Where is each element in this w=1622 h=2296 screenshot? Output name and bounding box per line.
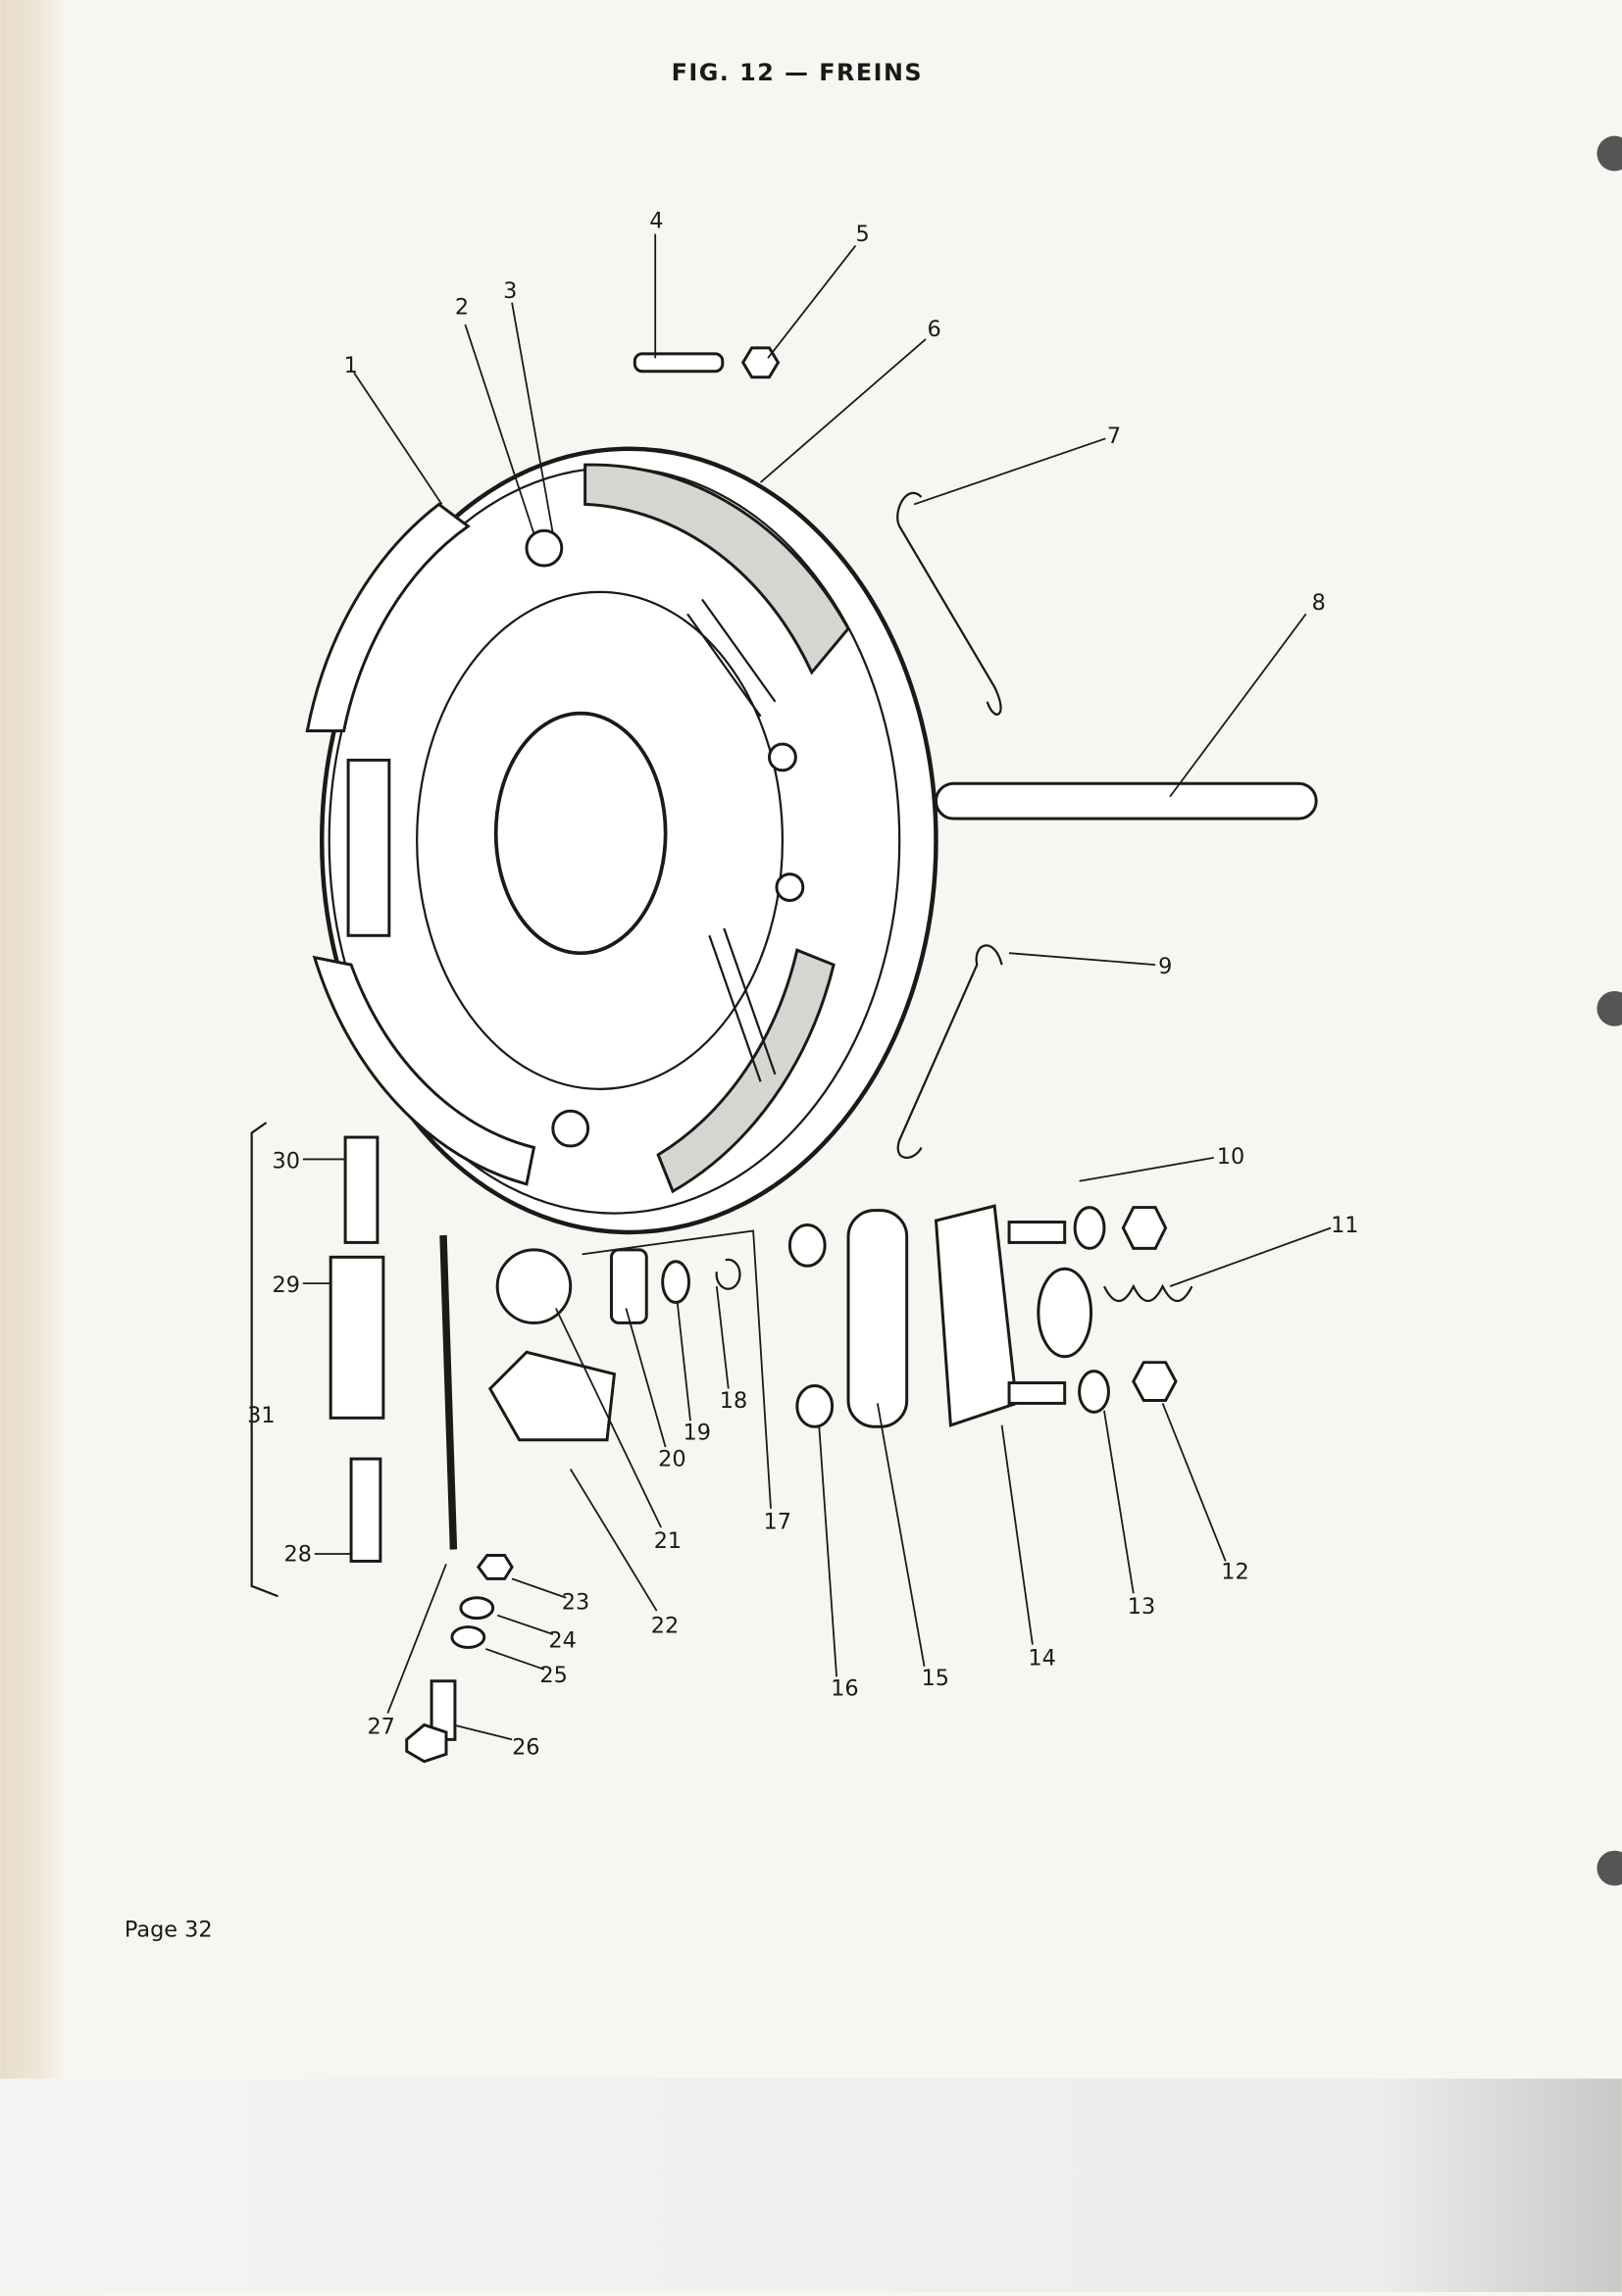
callout-3: 3 <box>503 278 517 304</box>
callout-26: 26 <box>512 1734 539 1760</box>
callout-15: 15 <box>922 1666 949 1691</box>
callout-labels: 1 2 3 4 5 6 7 8 9 10 11 12 13 14 15 16 1… <box>247 209 1358 1761</box>
callout-24: 24 <box>548 1627 576 1653</box>
binder-hole <box>1597 1850 1622 1886</box>
callout-22: 22 <box>651 1614 679 1639</box>
spring-27 <box>439 1234 458 1550</box>
callout-31: 31 <box>247 1403 275 1428</box>
callout-13: 13 <box>1128 1594 1155 1620</box>
callout-2: 2 <box>455 295 469 321</box>
callout-6: 6 <box>928 317 941 342</box>
spring-9 <box>896 944 1003 1159</box>
callout-12: 12 <box>1221 1559 1248 1584</box>
callout-20: 20 <box>658 1447 685 1472</box>
callout-23: 23 <box>562 1590 589 1616</box>
callout-14: 14 <box>1028 1645 1055 1671</box>
callout-1: 1 <box>344 353 358 378</box>
callout-10: 10 <box>1217 1144 1244 1170</box>
callout-4: 4 <box>649 209 663 234</box>
brake-assembly <box>305 446 938 1235</box>
callout-11: 11 <box>1331 1213 1358 1238</box>
callout-7: 7 <box>1107 424 1121 449</box>
background-below-page <box>0 2078 1622 2292</box>
callout-25: 25 <box>539 1663 567 1688</box>
callout-5: 5 <box>855 222 869 247</box>
callout-27: 27 <box>367 1714 394 1739</box>
callout-28: 28 <box>283 1541 311 1567</box>
binder-hole <box>1597 135 1622 172</box>
callout-29: 29 <box>273 1273 300 1298</box>
callout-21: 21 <box>654 1528 682 1554</box>
page-edge <box>0 0 67 2083</box>
binder-hole <box>1597 990 1622 1026</box>
leader-lines <box>302 233 1332 1741</box>
callout-16: 16 <box>831 1676 858 1702</box>
callout-30: 30 <box>273 1148 300 1173</box>
callout-17: 17 <box>764 1510 791 1535</box>
callout-19: 19 <box>684 1421 711 1446</box>
brake-rod <box>934 781 1318 821</box>
page-number: Page 32 <box>125 1918 213 1943</box>
callout-8: 8 <box>1312 590 1326 616</box>
callout-18: 18 <box>720 1388 747 1414</box>
callout-9: 9 <box>1158 954 1172 979</box>
small-parts <box>250 346 1193 1764</box>
spring-7 <box>896 491 1002 716</box>
figure-title: FIG. 12 — FREINS <box>672 59 924 86</box>
